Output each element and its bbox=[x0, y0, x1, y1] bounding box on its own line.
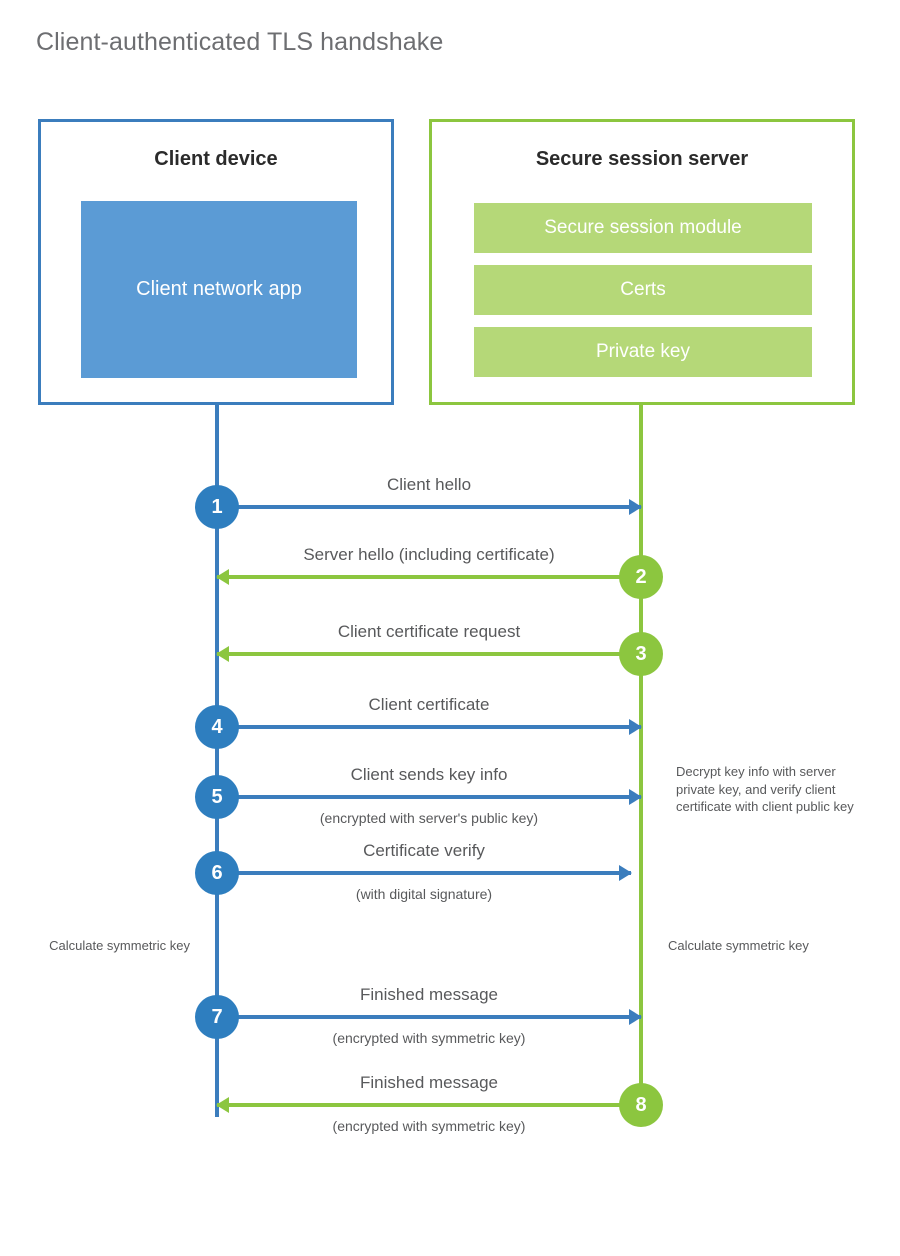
client-lifeline bbox=[215, 405, 219, 1117]
message-7-sublabel: (encrypted with symmetric key) bbox=[332, 1030, 526, 1046]
message-3-line bbox=[217, 652, 641, 656]
step-circle-1: 1 bbox=[195, 485, 239, 529]
message-8-arrowhead bbox=[216, 1097, 229, 1113]
server-component-secure-session-module: Secure session module bbox=[474, 203, 812, 253]
message-7-label: Finished message bbox=[360, 985, 498, 1004]
message-2-arrowhead bbox=[216, 569, 229, 585]
server-lifeline bbox=[639, 405, 643, 1105]
secure-session-server-box: Secure session server Secure session mod… bbox=[429, 119, 855, 405]
message-7-line bbox=[217, 1015, 641, 1019]
message-6-label: Certificate verify bbox=[363, 841, 485, 860]
step-circle-7: 7 bbox=[195, 995, 239, 1039]
message-2-line bbox=[217, 575, 641, 579]
message-5-label: Client sends key info bbox=[350, 765, 508, 784]
message-3-label: Client certificate request bbox=[337, 622, 521, 641]
message-1-label: Client hello bbox=[386, 475, 472, 494]
page-title: Client-authenticated TLS handshake bbox=[36, 28, 444, 56]
step-circle-3: 3 bbox=[619, 632, 663, 676]
note-server-decrypt: Decrypt key info with server private key… bbox=[676, 764, 854, 815]
server-component-private-key: Private key bbox=[474, 327, 812, 377]
note-client-calculate-symmetric-key: Calculate symmetric key bbox=[49, 938, 190, 953]
step-circle-4: 4 bbox=[195, 705, 239, 749]
message-6-sublabel: (with digital signature) bbox=[355, 886, 493, 902]
server-component-certs: Certs bbox=[474, 265, 812, 315]
client-device-box: Client device Client network app bbox=[38, 119, 394, 405]
message-5-line bbox=[217, 795, 641, 799]
message-8-line bbox=[217, 1103, 641, 1107]
note-server-calculate-symmetric-key: Calculate symmetric key bbox=[668, 938, 809, 953]
message-2-label: Server hello (including certificate) bbox=[303, 545, 555, 564]
step-circle-6: 6 bbox=[195, 851, 239, 895]
message-4-label: Client certificate bbox=[368, 695, 490, 714]
step-circle-5: 5 bbox=[195, 775, 239, 819]
message-4-line bbox=[217, 725, 641, 729]
message-6-arrowhead bbox=[619, 865, 632, 881]
message-5-arrowhead bbox=[629, 789, 642, 805]
message-1-arrowhead bbox=[629, 499, 642, 515]
step-circle-8: 8 bbox=[619, 1083, 663, 1127]
client-device-title: Client device bbox=[154, 148, 278, 170]
message-5-sublabel: (encrypted with server's public key) bbox=[319, 810, 539, 826]
message-1-line bbox=[217, 505, 641, 509]
message-7-arrowhead bbox=[629, 1009, 642, 1025]
message-4-arrowhead bbox=[629, 719, 642, 735]
step-circle-2: 2 bbox=[619, 555, 663, 599]
client-network-app-block: Client network app bbox=[81, 201, 357, 378]
message-6-line bbox=[217, 871, 631, 875]
message-8-label: Finished message bbox=[360, 1073, 498, 1092]
message-8-sublabel: (encrypted with symmetric key) bbox=[332, 1118, 526, 1134]
message-3-arrowhead bbox=[216, 646, 229, 662]
secure-session-server-title: Secure session server bbox=[535, 148, 749, 170]
